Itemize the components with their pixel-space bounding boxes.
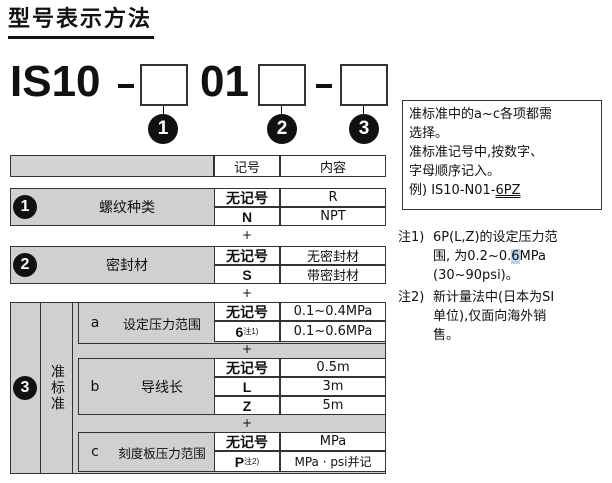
content-cell: MPa: [280, 432, 386, 451]
symbol-none: 无记号: [214, 432, 280, 451]
section-seal-name: 密封材: [106, 258, 148, 274]
symbol-none: 无记号: [214, 358, 280, 377]
divider: [40, 302, 41, 474]
symbol-z: Z: [214, 396, 280, 415]
section-1-marker: 1: [13, 195, 37, 219]
symbol-n: N: [214, 207, 280, 226]
info-line: 准标准记号中,按数字、: [409, 145, 544, 160]
section-3-marker: 3: [13, 376, 37, 400]
note-line: 售。: [433, 328, 460, 343]
note-1-body: 6P(L,Z)的设定压力范 围, 为0.2~0.6MPa (30~90psi)。: [433, 228, 605, 285]
marker-1: 1: [148, 114, 178, 144]
model-dash-1: [118, 84, 134, 88]
note-ref: 注2): [244, 457, 260, 466]
example-prefix: 例) IS10-N01-: [409, 183, 496, 198]
divider: [72, 302, 73, 474]
note-line: 围, 为0.2~0.6MPa: [433, 247, 605, 266]
note-line: 新计量法中(日本为SI: [433, 290, 555, 305]
highlight-text: 6: [511, 249, 520, 264]
plus-sign: +: [241, 342, 253, 356]
connector-2: [281, 106, 282, 116]
info-box: 准标准中的a~c各项都需 选择。 准标准记号中,按数字、 字母顺序记入。 例) …: [402, 100, 602, 210]
subsection-letter-b: b: [90, 378, 100, 395]
model-dash-2: [316, 84, 332, 88]
content-cell: 无密封材: [280, 246, 386, 265]
marker-2: 2: [267, 114, 297, 144]
symbol-none: 无记号: [214, 302, 280, 321]
info-example: 例) IS10-N01-6PZ: [409, 181, 595, 200]
model-slot-1: [140, 64, 188, 106]
pressure-range-name: 设定压力范围: [122, 317, 201, 333]
note-2-label: 注2): [398, 290, 425, 305]
symbol-text: P: [234, 453, 245, 470]
content-cell: 0.1~0.6MPa: [280, 321, 386, 342]
subsection-letter-a: a: [90, 315, 100, 331]
content-cell: MPa · psi并记: [280, 451, 386, 472]
content-cell: 5m: [280, 396, 386, 415]
note-line: 6P(L,Z)的设定压力范: [433, 230, 558, 245]
note-line: 单位),仅面向海外销: [433, 309, 547, 324]
content-cell: 0.5m: [280, 358, 386, 377]
symbol-none: 无记号: [214, 188, 280, 207]
content-cell: 带密封材: [280, 265, 386, 284]
section-2-marker: 2: [13, 253, 37, 277]
section-thread-name: 螺纹种类: [99, 200, 155, 216]
note-text: MPa: [519, 249, 546, 264]
plus-sign: +: [241, 416, 253, 430]
plus-sign: +: [241, 228, 253, 242]
note-text: 围, 为0.2~0.: [433, 249, 512, 264]
symbol-text: 6: [235, 323, 244, 340]
symbol-s: S: [214, 265, 280, 284]
content-cell: 0.1~0.4MPa: [280, 302, 386, 321]
example-underlined: 6PZ: [495, 183, 521, 198]
lead-wire-name: 导线长: [141, 379, 183, 396]
model-slot-2: [258, 64, 306, 106]
subsection-letter-c: c: [91, 444, 99, 460]
symbol-none: 无记号: [214, 246, 280, 265]
connector-3: [363, 106, 364, 116]
semi-standard-label: 准标准: [49, 364, 65, 412]
model-mid: 01: [200, 57, 249, 106]
model-slot-3: [340, 64, 388, 106]
plus-sign: +: [241, 286, 253, 300]
symbol-l: L: [214, 377, 280, 396]
content-cell: R: [280, 188, 386, 207]
info-line: 准标准中的a~c各项都需: [409, 107, 553, 122]
content-cell: NPT: [280, 207, 386, 226]
connector-1: [163, 106, 164, 116]
marker-3: 3: [349, 114, 379, 144]
header-symbol: 记号: [214, 155, 280, 177]
info-line: 选择。: [409, 126, 449, 141]
note-line: (30~90psi)。: [433, 268, 519, 283]
header-bar: [10, 155, 214, 177]
header-content: 内容: [280, 155, 386, 177]
note-2-body: 新计量法中(日本为SI 单位),仅面向海外销 售。: [433, 288, 605, 345]
scale-plate-name: 刻度板压力范围: [118, 445, 206, 461]
info-line: 字母顺序记入。: [409, 164, 501, 179]
note-1-label: 注1): [398, 230, 425, 245]
model-prefix: IS10: [10, 57, 101, 106]
page-title: 型号表示方法: [8, 4, 155, 39]
note-ref: 注1): [243, 327, 259, 336]
content-cell: 3m: [280, 377, 386, 396]
